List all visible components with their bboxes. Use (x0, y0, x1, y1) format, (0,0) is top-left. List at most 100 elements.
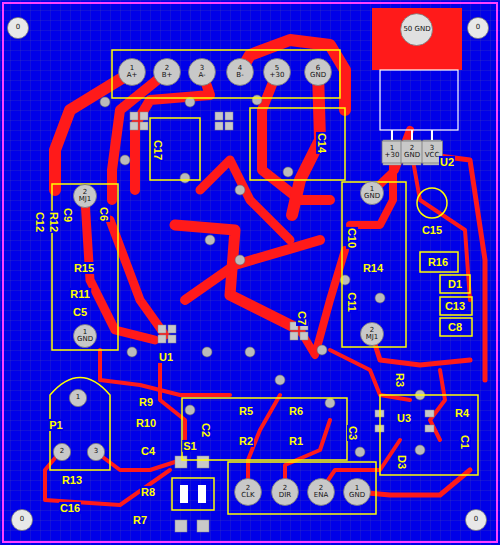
regulator-body (372, 8, 462, 140)
part-designator: R2 (238, 435, 254, 447)
part-designator: R9 (138, 396, 154, 408)
part-designator: R8 (140, 486, 156, 498)
dip-switch-levers (180, 485, 206, 503)
pad-text: MJ1 (79, 196, 92, 203)
part-designator: C6 (98, 206, 110, 222)
pad-circle: 5+30 (263, 58, 291, 86)
part-designator: C9 (62, 207, 74, 223)
pad-circle: 2DIR (271, 478, 299, 506)
part-designator: C3 (347, 425, 359, 441)
pad-text: GND (404, 152, 420, 159)
pad-text: CLK (241, 492, 254, 499)
part-designator: U1 (158, 351, 174, 363)
pad-circle: 2MJ1 (73, 184, 97, 208)
pad-text: 1 (76, 394, 80, 401)
pad-text: 0 (20, 516, 24, 523)
part-designator: C13 (444, 300, 466, 312)
pad-circle: 2B+ (153, 58, 181, 86)
part-designator: P1 (48, 419, 63, 431)
pad-text: +30 (270, 72, 285, 79)
part-designator: U3 (396, 412, 412, 424)
pad-circle: 4B- (226, 58, 254, 86)
part-designator: R11 (69, 288, 91, 300)
pad-text: 1 (385, 145, 400, 152)
part-designator: R5 (238, 405, 254, 417)
part-designator: C14 (316, 132, 328, 154)
pad-text: 2 (279, 485, 291, 492)
part-designator: C8 (447, 321, 463, 333)
part-designator: R13 (61, 474, 83, 486)
pad-text: VCC (425, 152, 440, 159)
pad-circle: 2CLK (234, 478, 262, 506)
pad-text: 0 (476, 24, 480, 31)
pad-text: 2 (60, 448, 64, 455)
part-designator: R1 (288, 435, 304, 447)
pad-circle: 0 (11, 509, 33, 531)
pad-text: 0 (16, 24, 20, 31)
pad-circle: 1GND (360, 181, 384, 205)
pad-circle: 50 GND (400, 13, 433, 46)
smd-pads (130, 112, 441, 532)
pad-circle: 0 (465, 509, 487, 531)
part-designator: R10 (135, 417, 157, 429)
part-designator: R12 (48, 211, 60, 233)
pad-text: 2 (241, 485, 254, 492)
pad-text: B- (236, 72, 243, 79)
pad-circle: 2ENA (307, 478, 335, 506)
pad-rect: 2GND (401, 141, 423, 163)
part-designator: R16 (427, 256, 449, 268)
pad-circle: 1A+ (118, 58, 146, 86)
pad-text: B+ (162, 72, 173, 79)
pad-circle: 6GND (304, 58, 332, 86)
pad-text: ENA (314, 492, 328, 499)
pad-circle: 3 (87, 443, 105, 461)
pad-circle: 0 (7, 17, 29, 39)
pad-rect: 1+30 (382, 141, 403, 163)
part-designator: R4 (454, 407, 470, 419)
part-designator: C4 (140, 445, 156, 457)
part-designator: C11 (346, 291, 358, 313)
pad-text: 2 (162, 65, 173, 72)
part-designator: C7 (296, 310, 308, 326)
pad-text: GND (77, 336, 93, 343)
pad-text: 1 (127, 65, 138, 72)
pad-text: 3 (198, 65, 205, 72)
pad-circle: 1GND (343, 478, 371, 506)
pad-text: 5 (270, 65, 285, 72)
pad-text: +30 (385, 152, 400, 159)
part-designator: D1 (447, 278, 463, 290)
pad-text: 1 (364, 186, 380, 193)
part-designator: C1 (459, 434, 471, 450)
pad-text: GND (364, 193, 380, 200)
pad-text: MJ1 (366, 334, 379, 341)
pad-circle: 3A- (188, 58, 216, 86)
pad-circle: 2 (53, 443, 71, 461)
pad-text: DIR (279, 492, 291, 499)
part-designator: C2 (200, 422, 212, 438)
part-designator: C5 (72, 306, 88, 318)
part-designator: C17 (152, 139, 164, 161)
pad-text: 6 (310, 65, 326, 72)
pad-text: GND (349, 492, 365, 499)
pad-circle: 2MJ1 (360, 322, 384, 346)
part-designator: R15 (73, 262, 95, 274)
pad-text: 0 (474, 516, 478, 523)
pad-text: 4 (236, 65, 243, 72)
pad-text: 50 GND (403, 26, 430, 33)
pad-circle: 0 (467, 17, 489, 39)
pad-text: 2 (404, 145, 420, 152)
part-designator: D3 (396, 454, 408, 470)
part-designator: U2 (439, 156, 455, 168)
pad-circle: 1 (69, 389, 87, 407)
silkscreen (50, 50, 478, 514)
part-designator: C12 (34, 211, 46, 233)
part-designator: C15 (421, 224, 443, 236)
pad-circle: 1GND (73, 324, 97, 348)
part-designator: R3 (394, 372, 406, 388)
part-designator: R7 (132, 514, 148, 526)
pad-text: 1 (349, 485, 365, 492)
part-designator: S1 (182, 440, 197, 452)
pad-text: 2 (366, 327, 379, 334)
